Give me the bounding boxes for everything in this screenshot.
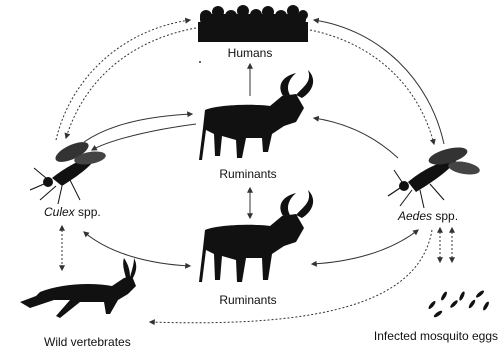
arrow-aedes-to-wild-vertebrates [148, 229, 433, 326]
arrow-culex-to-ruminants-bottom [83, 231, 192, 269]
crowd-silhouette-icon [198, 5, 308, 42]
culex-label: Culex spp. [44, 205, 101, 219]
ruminants-bottom-label: Ruminants [219, 293, 276, 307]
arrow-culex-to-ruminants-top [83, 111, 194, 143]
aedes-label: Aedes spp. [397, 209, 458, 223]
infected-eggs-label: Infected mosquito eggs [374, 329, 498, 343]
ruminant-top-icon [199, 70, 314, 160]
arrow-culex-to-humans [55, 17, 192, 141]
arrow-aedes-to-ruminants-top [312, 115, 399, 159]
arrow-aedes-to-humans [312, 17, 445, 145]
arrow-aedes-to-ruminants-bottom [310, 229, 419, 267]
arrow-humans-to-aedes [309, 29, 436, 146]
antelope-icon [20, 258, 137, 318]
culex-mosquito-icon [29, 142, 106, 205]
arrow-ruminants-top-to-culex [90, 123, 197, 151]
culex-suffix: spp. [75, 205, 101, 219]
aedes-mosquito-icon [387, 147, 480, 209]
ruminant-bottom-icon [199, 190, 314, 282]
humans-label: Humans [228, 46, 273, 60]
aedes-suffix: spp. [432, 209, 458, 223]
wild-vertebrates-label: Wild vertebrates [44, 335, 131, 349]
arrow-humans-to-culex [64, 27, 197, 140]
culex-genus: Culex [44, 205, 76, 219]
mosquito-eggs-icon [428, 290, 489, 318]
transmission-arrows [55, 17, 455, 326]
aedes-genus: Aedes [397, 209, 432, 223]
ruminants-top-label: Ruminants [219, 167, 276, 181]
